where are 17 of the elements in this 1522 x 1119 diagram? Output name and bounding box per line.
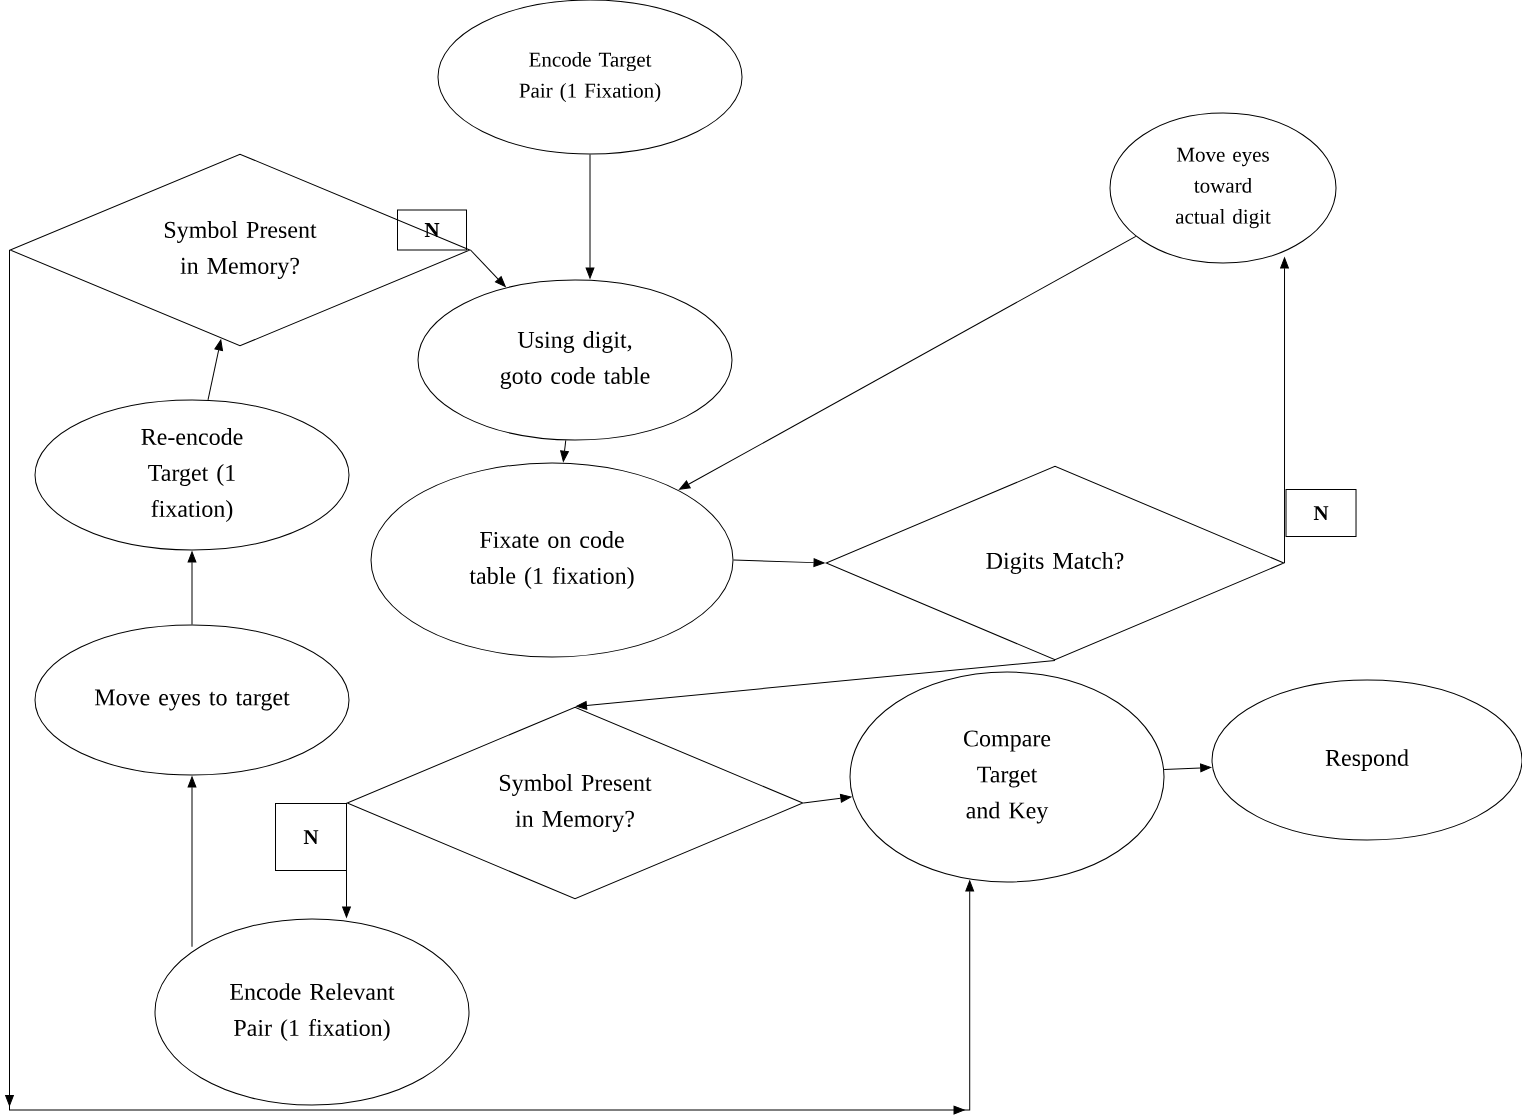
arrow [575,660,1056,710]
flag-box: N [1285,489,1357,537]
arrow [342,802,351,918]
arrow [560,439,569,462]
arrow [733,558,825,568]
arrow [207,339,224,401]
arrow [187,776,197,948]
arrow [1280,257,1289,564]
arrow [187,551,197,625]
flag-box: N [275,803,347,871]
flag-box: N [397,209,467,251]
arrow [679,235,1137,490]
arrow [470,249,506,288]
arrow [5,249,975,1115]
arrow [803,793,852,804]
arrow [585,154,595,279]
arrow [1163,763,1212,773]
